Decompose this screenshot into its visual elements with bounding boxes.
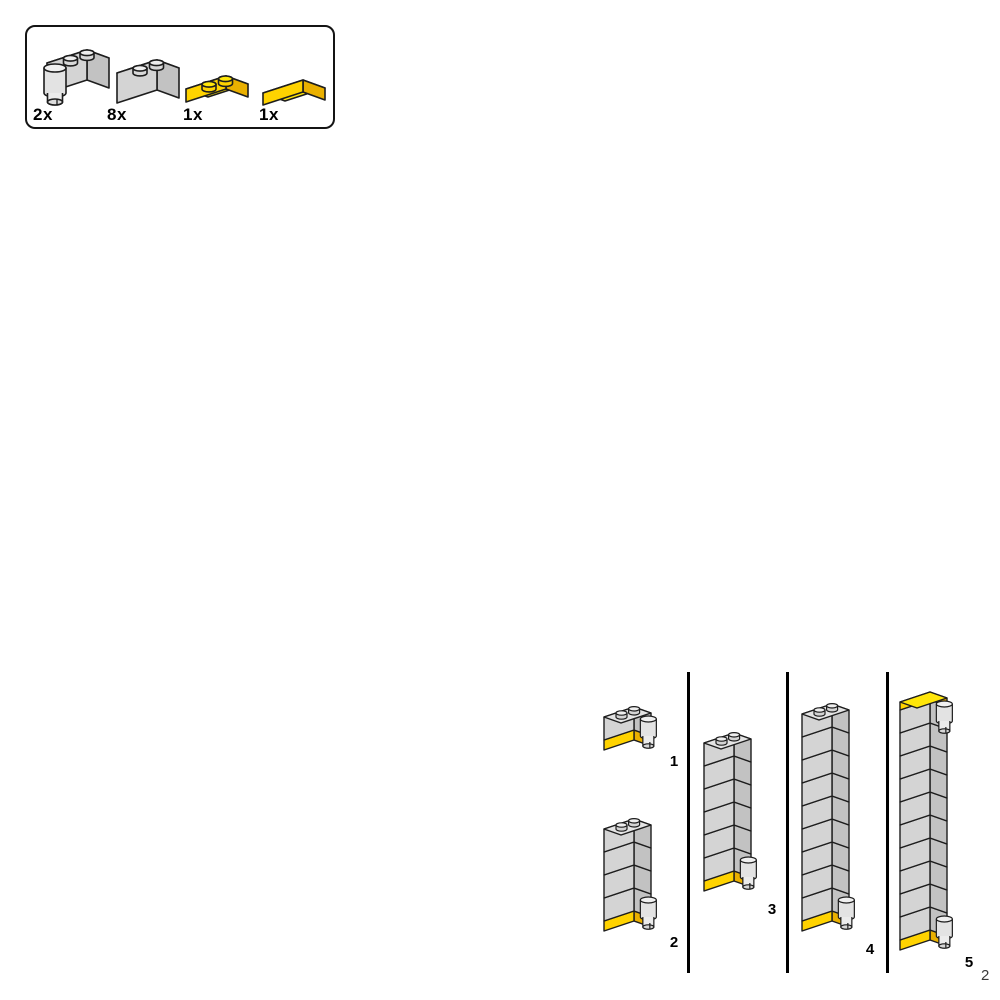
step-number-3: 3: [767, 901, 777, 918]
step-5-assembly-illustration: [899, 691, 953, 951]
part-count-brick-with-pin: 2x: [33, 105, 53, 124]
part-count-brick: 8x: [107, 105, 127, 124]
page-number: 2: [981, 967, 990, 984]
parts-box: 2x 8x 1x 1x: [25, 25, 335, 129]
plate-1x2-yellow-icon: [185, 75, 249, 103]
step-1-assembly-illustration: [603, 706, 657, 751]
step-2-assembly-illustration: [603, 818, 657, 932]
step-4-assembly-illustration: [801, 703, 855, 932]
step-divider-3: [886, 672, 889, 973]
step-divider-2: [786, 672, 789, 973]
step-3-assembly-illustration: [703, 732, 757, 892]
tile-1x2-yellow-icon: [262, 79, 326, 106]
step-number-2: 2: [669, 934, 679, 951]
step-number-5: 5: [964, 954, 974, 971]
step-number-1: 1: [669, 753, 679, 770]
step-divider-1: [687, 672, 690, 973]
part-count-tile: 1x: [259, 105, 279, 124]
brick-1x2-icon: [116, 59, 180, 104]
step-number-4: 4: [865, 941, 875, 958]
brick-1x2-with-pin-icon: [43, 49, 110, 106]
part-count-plate: 1x: [183, 105, 203, 124]
